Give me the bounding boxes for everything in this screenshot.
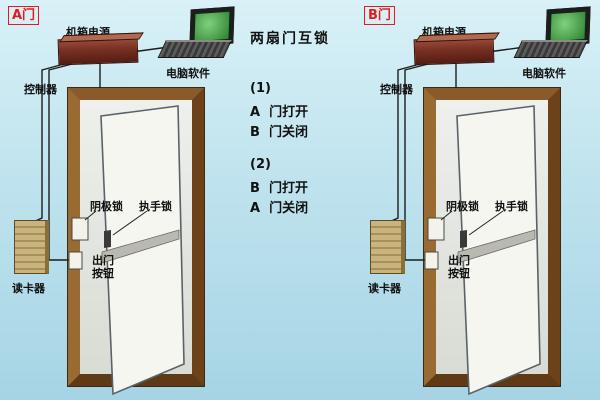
interlock-title: 两扇门互锁 (250, 31, 330, 47)
laptop (513, 4, 600, 62)
door-handle-lock (104, 230, 111, 248)
laptop-display (194, 11, 230, 42)
card-reader (370, 220, 405, 274)
door-a-wiring-graphic (30, 45, 185, 396)
exit-button-label: 出门 按钮 (92, 254, 114, 280)
case2-number: (2) (250, 157, 271, 172)
laptop-keyboard (157, 40, 232, 58)
door-mid-rail (457, 229, 536, 264)
card-reader (14, 220, 49, 274)
handle-lock-pointer (112, 210, 148, 236)
case2-line1: B 门打开 (250, 181, 308, 196)
exit-button-label-line2: 按钮 (92, 267, 114, 280)
interlock-explanation: 两扇门互锁 (1) A 门打开 B 门关闭 (2) B 门打开 A 门关闭 (250, 30, 362, 218)
handle-lock-pointer (468, 210, 504, 236)
case1-number: (1) (250, 81, 271, 96)
door-a-tag: A门 (8, 6, 40, 25)
software-label: 电脑软件 (166, 67, 210, 80)
laptop-keyboard (513, 40, 588, 58)
case1-line2: B 门关闭 (250, 125, 308, 140)
laptop (157, 4, 246, 62)
case2-line2: A 门关闭 (250, 201, 309, 216)
cathode-lock-pointer (84, 210, 97, 221)
handle-lock-label: 执手锁 (139, 200, 172, 213)
power-supply-box (57, 36, 139, 66)
exit-button-label-line1: 出门 (448, 254, 470, 267)
cathode-lock-label: 阴极锁 (90, 200, 123, 213)
door-b-tag: B门 (364, 6, 395, 25)
exit-button-label-line2: 按钮 (448, 267, 470, 280)
door-mid-rail (101, 229, 180, 264)
exit-button-box (68, 251, 83, 270)
door-b-wiring-graphic (386, 45, 541, 396)
exit-button-box (424, 251, 439, 270)
software-label: 电脑软件 (522, 67, 566, 80)
door-a-assembly: A门 机箱电源 电脑软件 控制器 读卡器 阴极锁 执手锁 出门 按钮 (6, 4, 248, 398)
card-reader-label: 读卡器 (368, 282, 401, 295)
exit-button-label: 出门 按钮 (448, 254, 470, 280)
door-handle-lock (460, 230, 467, 248)
cathode-lock-box (71, 217, 89, 241)
door-b-assembly: B门 机箱电源 电脑软件 控制器 读卡器 阴极锁 执手锁 出门 按钮 (362, 4, 600, 398)
power-supply-box (413, 36, 495, 66)
cathode-lock-box (427, 217, 445, 241)
card-reader-label: 读卡器 (12, 282, 45, 295)
exit-button-label-line1: 出门 (92, 254, 114, 267)
handle-lock-label: 执手锁 (495, 200, 528, 213)
cathode-lock-label: 阴极锁 (446, 200, 479, 213)
controller-label: 控制器 (380, 83, 413, 96)
case1-line1: A 门打开 (250, 105, 309, 120)
laptop-display (550, 11, 586, 42)
controller-label: 控制器 (24, 83, 57, 96)
cathode-lock-pointer (440, 210, 453, 221)
